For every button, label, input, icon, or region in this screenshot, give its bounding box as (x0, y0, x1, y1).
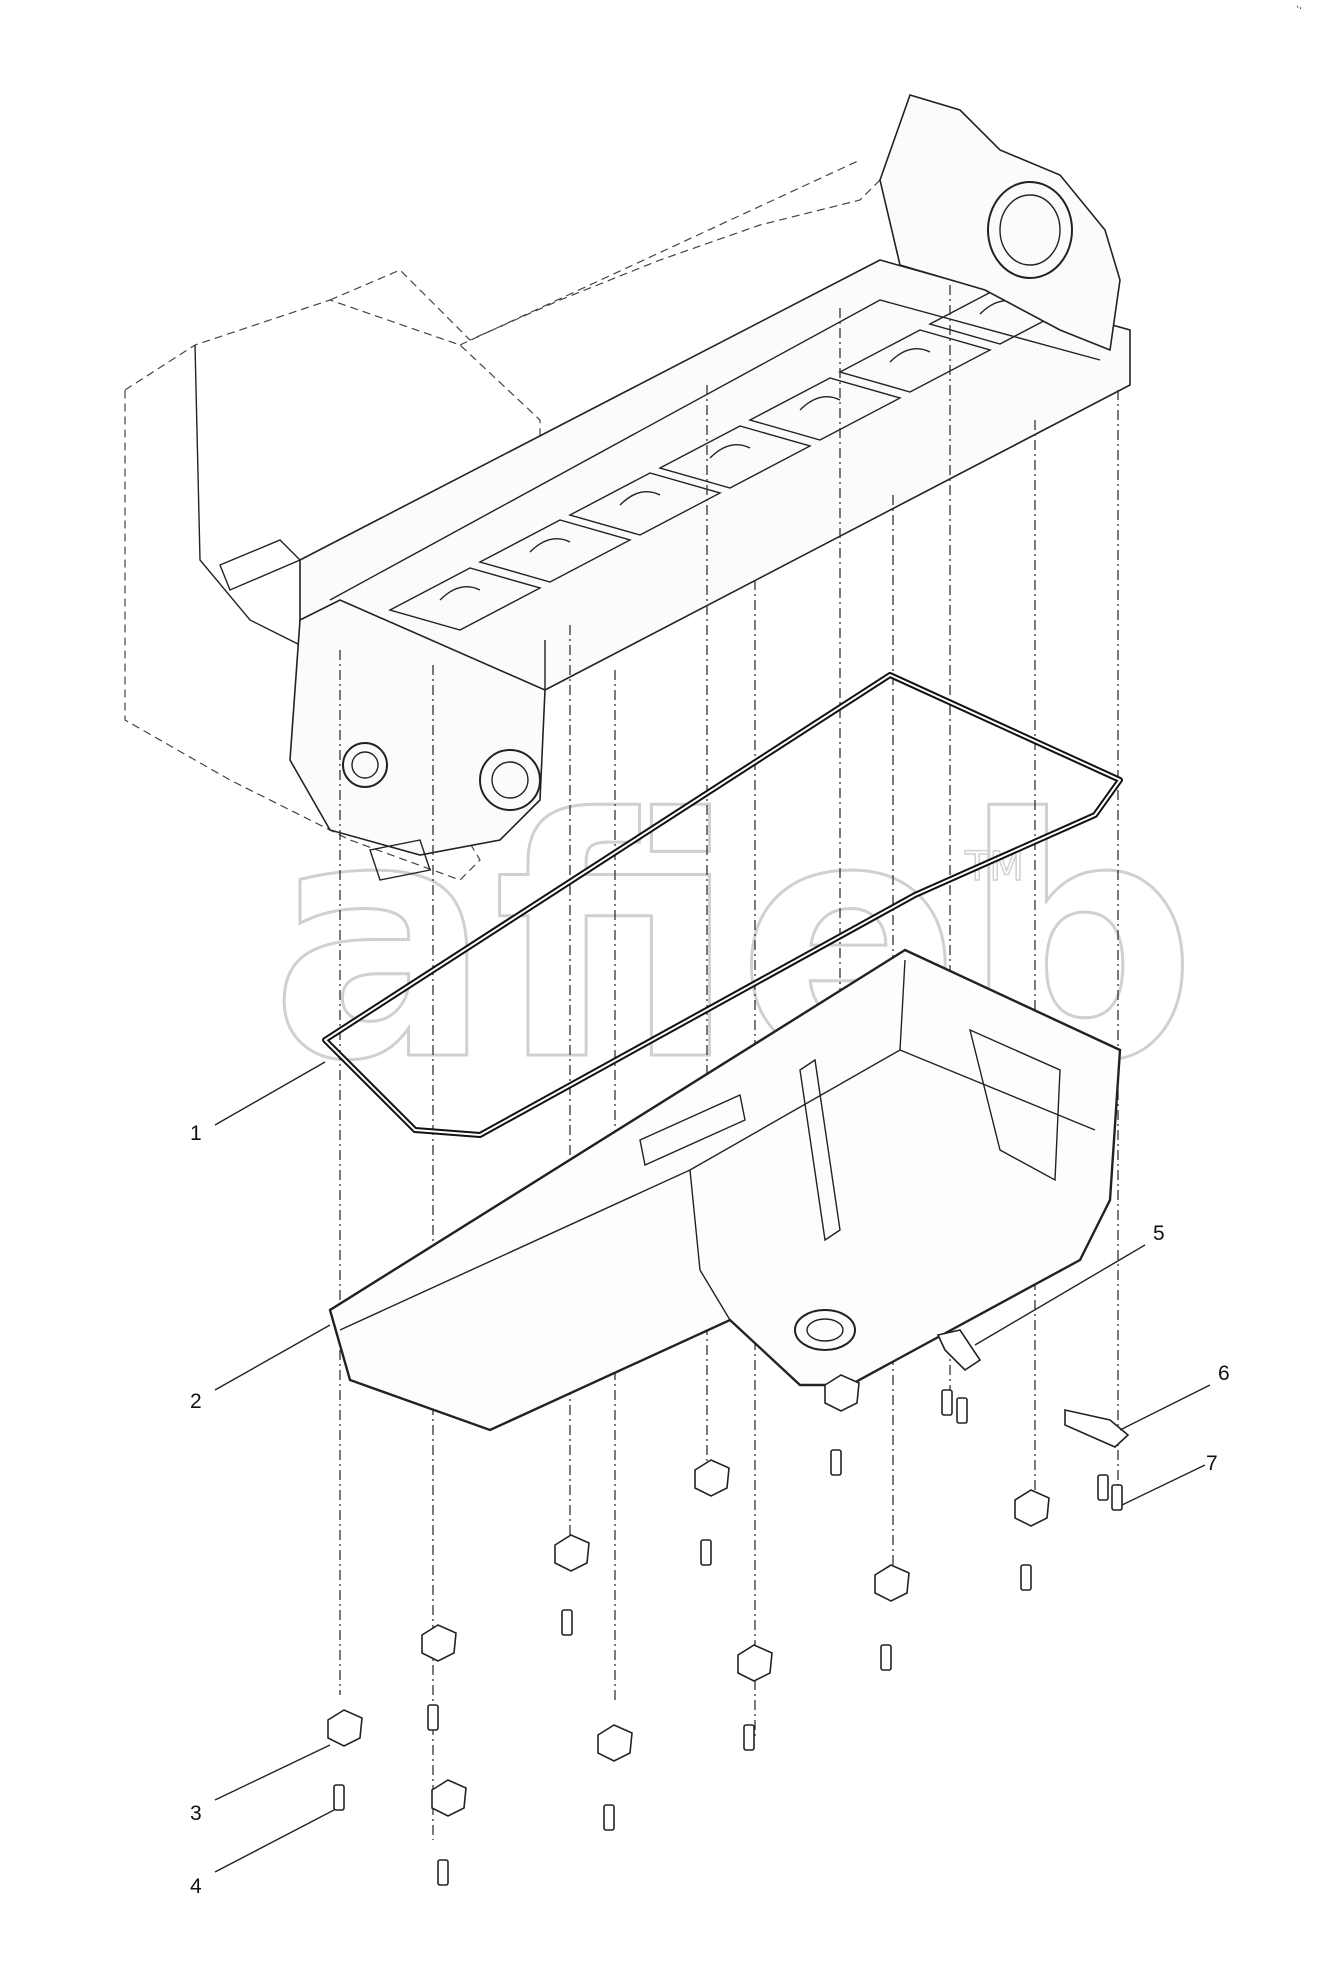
callout-6: 6 (1218, 1362, 1230, 1385)
callouts: 1 2 3 4 5 6 7 (190, 1061, 1230, 1898)
fastener-group (327, 1329, 1130, 1886)
bracket-plate-6 (1064, 1409, 1130, 1448)
corner-mark: ʽʻ (1296, 4, 1302, 17)
callout-3: 3 (190, 1802, 202, 1825)
oil-pan-gasket (322, 672, 1123, 1138)
callout-4: 4 (190, 1875, 202, 1898)
callout-2: 2 (190, 1390, 202, 1413)
bracket-5 (936, 1329, 982, 1372)
clamp-3 (327, 1709, 363, 1747)
callout-1: 1 (190, 1122, 202, 1145)
engine-block (124, 94, 1131, 881)
callout-5: 5 (1153, 1222, 1165, 1245)
callout-7: 7 (1206, 1452, 1218, 1475)
